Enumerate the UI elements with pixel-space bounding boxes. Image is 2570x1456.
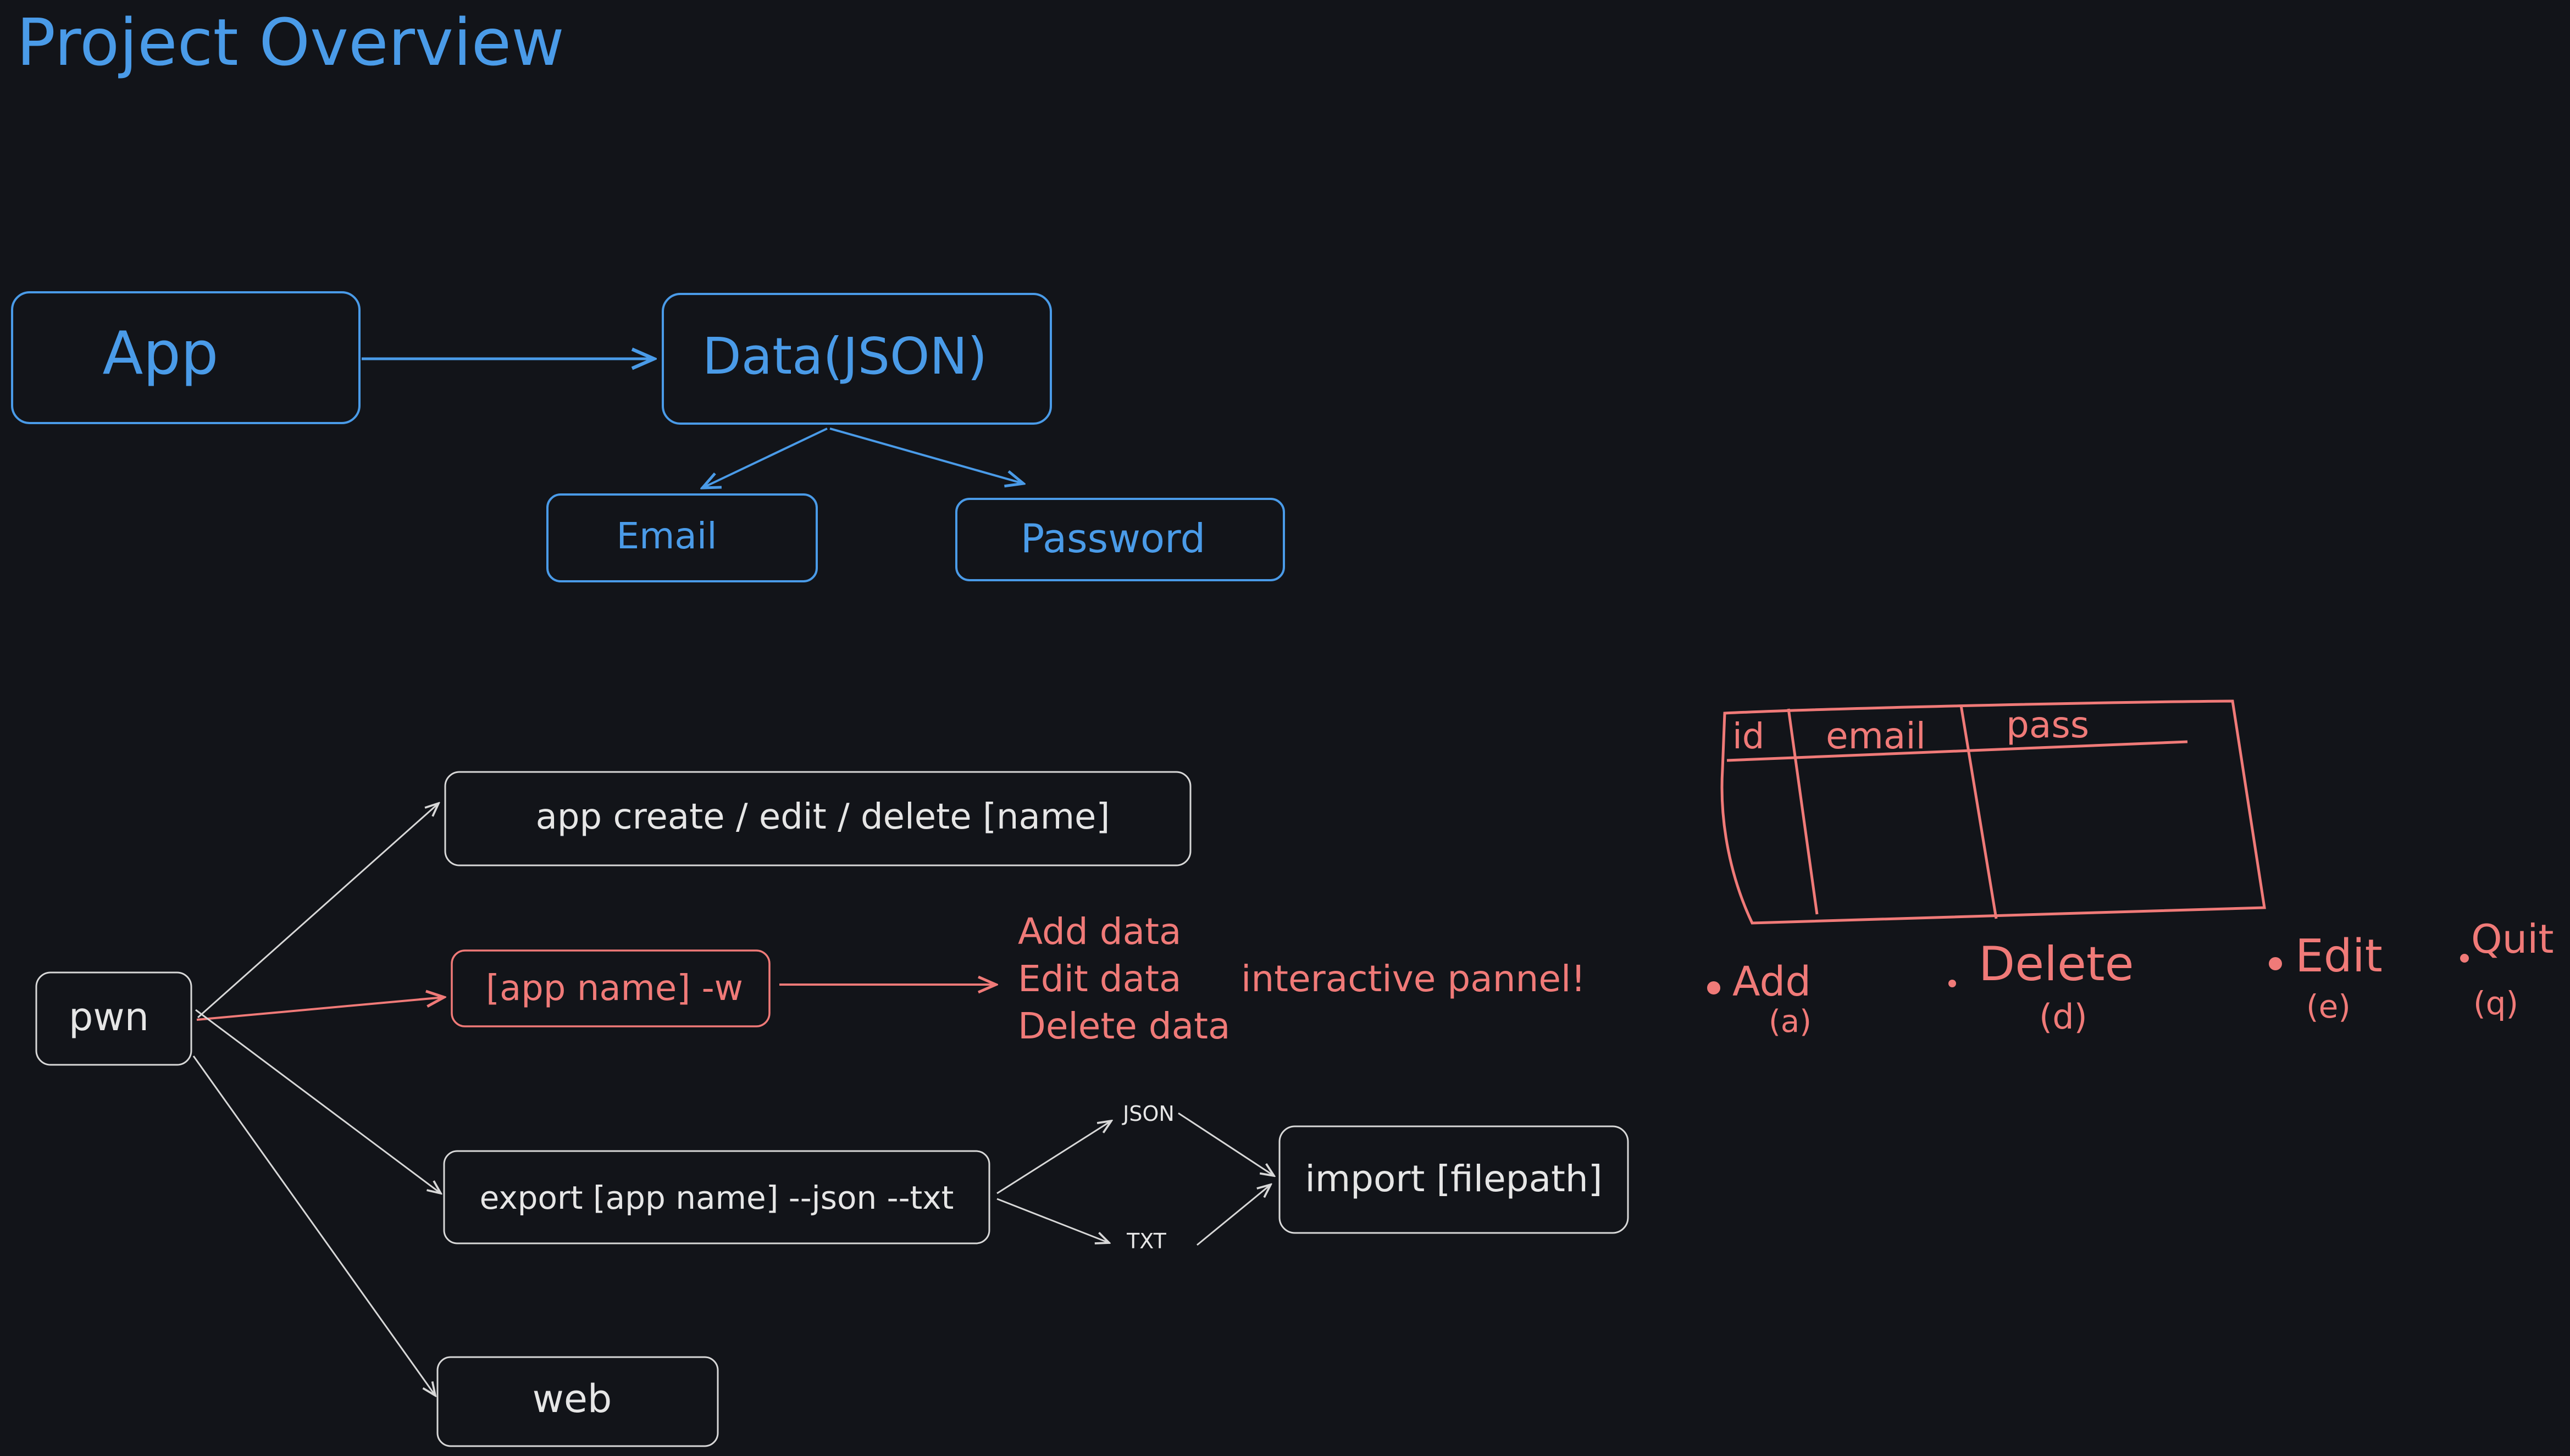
pwn-to-interactive-arrow	[196, 997, 444, 1021]
crud-command-node[interactable]	[444, 771, 1192, 866]
txt-format-label: TXT	[1126, 1229, 1167, 1253]
export-command-label: export [app name] --json --txt	[480, 1179, 954, 1216]
password-node[interactable]	[955, 498, 1285, 581]
import-command-label: import [filepath]	[1305, 1158, 1603, 1200]
table-column-divider	[1959, 705, 1998, 919]
table-column-header: id	[1732, 716, 1764, 757]
txt-to-import-arrow	[1197, 1185, 1271, 1246]
app-node[interactable]	[11, 291, 361, 424]
table-column-header: pass	[2006, 704, 2089, 746]
data-json-node[interactable]	[662, 293, 1052, 425]
password-node-label: Password	[1021, 515, 1205, 562]
data-to-password-arrow	[829, 427, 1023, 484]
table-column-divider	[1787, 708, 1819, 915]
import-command-node[interactable]	[1278, 1125, 1629, 1234]
action-label-quit[interactable]: Quit	[2471, 916, 2554, 962]
interactive-command-node[interactable]	[451, 949, 771, 1027]
pwn-to-crud-arrow	[197, 803, 439, 1019]
pwn-node-label: pwn	[69, 994, 149, 1040]
web-command-label: web	[533, 1376, 612, 1421]
action-label-edit[interactable]: Edit	[2295, 930, 2383, 982]
export-to-txt-arrow	[996, 1198, 1109, 1243]
data-to-email-arrow	[702, 427, 828, 488]
app-node-label: App	[103, 319, 219, 388]
table-header-divider	[1726, 740, 2188, 762]
pwn-to-export-arrow	[195, 1009, 441, 1193]
table-sketch: id email pass Add (a) Delete (d) Edit (e…	[1707, 699, 2554, 1040]
pwn-node[interactable]	[35, 971, 192, 1066]
architecture-group: App Data(JSON) Email Password	[11, 291, 1285, 582]
interactive-item: Edit data	[1018, 958, 1181, 1000]
pwn-to-web-arrow	[192, 1055, 435, 1396]
interactive-command-label: [app name] -w	[486, 968, 743, 1009]
action-key-edit: (e)	[2306, 988, 2351, 1025]
action-key-add: (a)	[1769, 1004, 1812, 1040]
web-command-node[interactable]	[436, 1356, 719, 1447]
json-to-import-arrow	[1178, 1112, 1274, 1176]
email-node-label: Email	[616, 515, 717, 557]
action-key-quit: (q)	[2473, 985, 2518, 1022]
email-node[interactable]	[546, 493, 818, 582]
data-json-node-label: Data(JSON)	[702, 327, 987, 386]
action-label-add[interactable]: Add	[1732, 958, 1811, 1005]
cli-group: pwn app create / edit / delete [name] [a…	[35, 771, 1629, 1447]
page-title: Project Overview	[16, 4, 564, 80]
interactive-item: Delete data	[1018, 1005, 1231, 1047]
export-to-json-arrow	[996, 1121, 1111, 1194]
interactive-item: Add data	[1018, 910, 1181, 953]
action-label-delete[interactable]: Delete	[1979, 937, 2134, 992]
bullet-icon	[2460, 954, 2469, 963]
table-column-header: email	[1826, 715, 1926, 757]
crud-command-label: app create / edit / delete [name]	[536, 797, 1110, 837]
json-format-label: JSON	[1122, 1102, 1175, 1126]
bullet-icon	[2269, 957, 2282, 970]
bullet-icon	[1948, 980, 1956, 987]
table-outline	[1720, 699, 2266, 925]
interactive-panel-note: interactive pannel!	[1241, 958, 1586, 1000]
bullet-icon	[1707, 981, 1720, 994]
action-key-delete: (d)	[2039, 997, 2087, 1037]
export-command-node[interactable]	[443, 1150, 990, 1244]
